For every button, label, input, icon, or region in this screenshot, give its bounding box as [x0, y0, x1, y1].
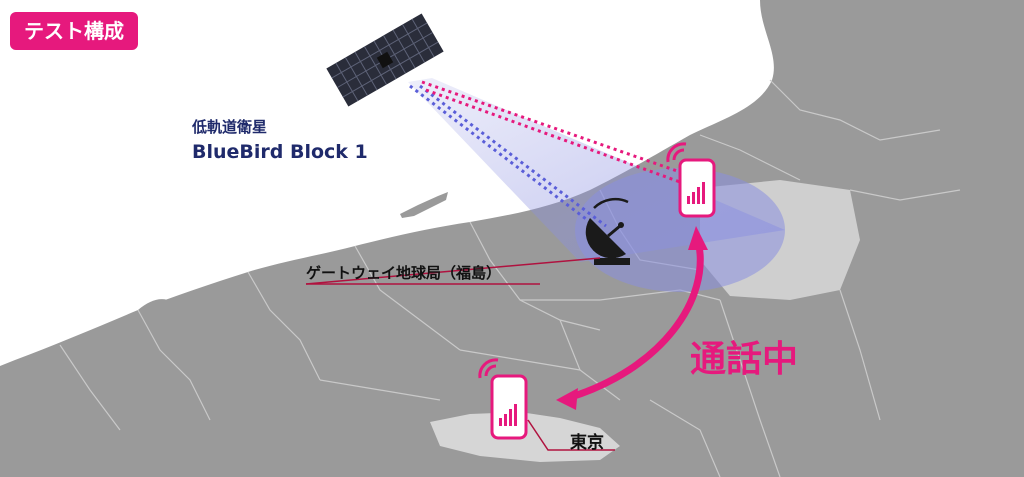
landmass-peninsula [138, 299, 172, 318]
call-connection-arrow [556, 226, 708, 410]
gateway-label: ゲートウェイ地球局（福島） [306, 264, 502, 282]
satellite-icon [326, 13, 444, 107]
smartphone-signal-icon [478, 358, 528, 440]
satellite-dish-icon [585, 197, 630, 265]
satellite-phone-link-2 [425, 88, 681, 184]
gateway-leader-line [305, 257, 601, 285]
tokyo-label: 東京 [570, 433, 604, 453]
satellite-label: 低軌道衛星 BlueBird Block 1 [192, 116, 368, 163]
test-configuration-badge: テスト構成 [10, 12, 138, 50]
tokyo-leader-line [527, 419, 615, 451]
call-status-label: 通話中 [690, 339, 799, 380]
smartphone-signal-icon [666, 142, 716, 218]
satellite-name-label: BlueBird Block 1 [192, 141, 368, 163]
satellite-gateway-link [409, 84, 599, 230]
satellite-type-label: 低軌道衛星 [192, 118, 268, 136]
landmass-sado-island [400, 192, 448, 218]
prefecture-boundaries [59, 79, 961, 477]
